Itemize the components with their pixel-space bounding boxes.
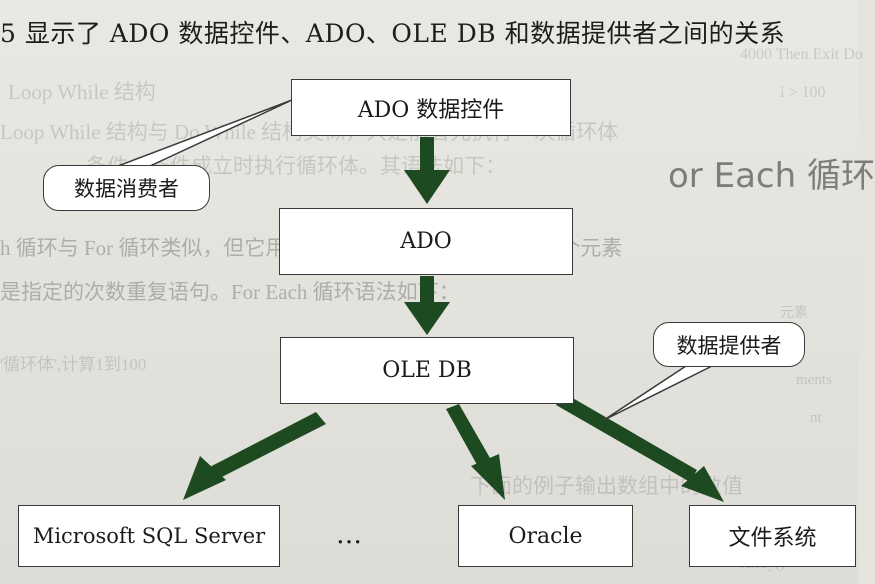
- callout-data-consumer: 数据消费者: [43, 165, 210, 211]
- arrow-oledb-to-filesystem: [556, 393, 724, 502]
- node-oracle: Oracle: [458, 505, 633, 567]
- callout-data-provider: 数据提供者: [653, 322, 805, 367]
- provider-callout-tail: [603, 365, 713, 421]
- arrow-ado-to-oledb: [404, 276, 450, 335]
- node-sql-server: Microsoft SQL Server: [18, 505, 280, 567]
- node-ado: ADO: [279, 208, 573, 275]
- figure-caption: 5 显示了 ADO 数据控件、ADO、OLE DB 和数据提供者之间的关系: [0, 19, 786, 48]
- arrow-ctrl-to-ado: [404, 137, 450, 204]
- arrow-oledb-to-sqlserver: [183, 412, 326, 500]
- node-ole-db: OLE DB: [280, 337, 574, 404]
- arrow-oledb-to-oracle: [446, 404, 505, 500]
- node-ellipsis: …: [336, 520, 364, 550]
- node-file-system: 文件系统: [689, 505, 856, 567]
- consumer-callout-tail: [117, 99, 293, 167]
- node-ado-data-control: ADO 数据控件: [291, 79, 571, 136]
